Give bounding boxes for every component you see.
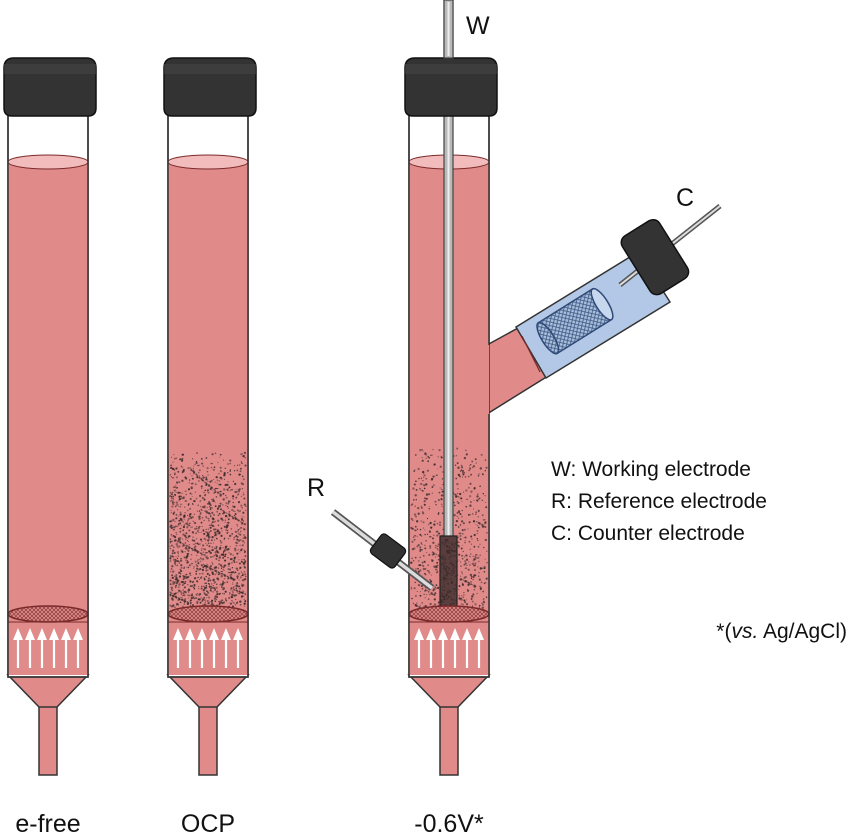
liquid-surface [167,154,249,170]
column-liquid [8,162,88,675]
outlet-tube [198,704,218,776]
counter-cap [620,218,690,296]
column-funnel [166,674,250,708]
working-electrode-tag: W [466,12,490,40]
outlet-tube [38,704,58,776]
column-label: e-free [15,810,80,838]
reference-electrode-tag: R [307,474,325,502]
legend-item: C: Counter electrode [551,522,745,545]
gas-flow-arrows [173,628,243,668]
column-funnel [6,674,90,708]
suspended-particles [169,451,247,609]
column-outline [408,112,490,678]
column-label: OCP [181,810,235,838]
gas-flow-arrows [13,628,83,668]
column-frit [167,605,249,623]
column-polarized: -0.6V* [330,0,722,838]
outlet-tube [439,704,459,776]
legend-item: W: Working electrode [551,458,751,481]
legend: W: Working electrode R: Reference electr… [551,458,767,545]
legend-item: R: Reference electrode [551,490,767,513]
column-e-free: e-free [3,57,97,838]
counter-electrode-arm [486,204,722,416]
reference-electrode [330,509,435,591]
gas-flow-arrows [414,628,484,668]
column-ocp: OCP [163,57,257,838]
reference-cap [369,533,407,569]
column-frit [408,605,490,623]
column-label: -0.6V* [414,810,484,838]
column-funnel [407,674,491,708]
column-frit [7,605,89,623]
suspended-particles [410,447,488,609]
liquid-surface [7,154,89,170]
potential-footnote: *(vs. Ag/AgCl) [716,620,847,643]
counter-electrode-tag: C [676,184,694,212]
